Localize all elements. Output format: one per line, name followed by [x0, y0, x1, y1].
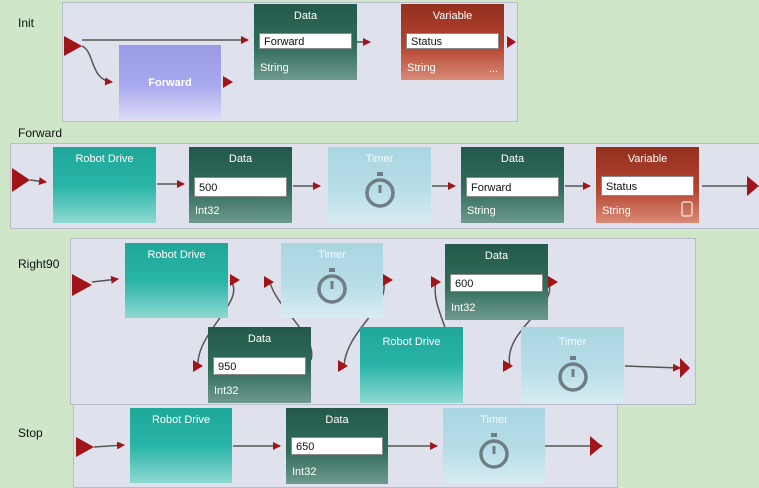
forward-activity-block[interactable]: Forward [119, 45, 221, 120]
data-type-label: Int32 [195, 205, 220, 217]
row-label-right90: Right90 [18, 257, 60, 271]
block-title: Variable [432, 10, 473, 22]
robot-drive-block[interactable]: Robot Drive [53, 147, 156, 223]
row-label-init: Init [18, 16, 35, 30]
data-type-label: String [467, 205, 496, 217]
block-title: Timer [318, 249, 346, 261]
block-title: Data [325, 414, 349, 426]
block-title: Timer [480, 414, 508, 426]
variable-type-label: String [407, 62, 436, 74]
block-title: Robot Drive [75, 153, 134, 165]
data-type-label: Int32 [292, 466, 317, 478]
stopwatch-icon [317, 268, 347, 304]
timer-block[interactable]: Timer [328, 147, 431, 223]
robot-drive-block[interactable]: Robot Drive [360, 327, 463, 403]
data-type-label: Int32 [451, 302, 476, 314]
data-block[interactable]: Data 500 Int32 [189, 147, 292, 223]
block-title: Data [500, 153, 525, 165]
variable-type-label: String [602, 205, 631, 217]
block-title: Forward [148, 77, 192, 89]
stopwatch-icon [557, 356, 588, 392]
row-label-forward: Forward [18, 126, 63, 140]
variable-name-field[interactable]: Status [601, 176, 694, 196]
timer-block[interactable]: Timer [521, 327, 624, 403]
block-title: Timer [558, 336, 587, 348]
variable-name-field[interactable]: Status [406, 33, 499, 49]
input-triangles [12, 36, 94, 457]
block-title: Data [484, 250, 509, 262]
block-title: Data [228, 153, 253, 165]
robot-drive-block[interactable]: Robot Drive [125, 243, 228, 318]
robot-drive-block[interactable]: Robot Drive [130, 408, 232, 483]
data-block[interactable]: Data Forward String [254, 4, 357, 80]
row-label-stop: Stop [18, 426, 43, 440]
data-block[interactable]: Data 950 Int32 [208, 327, 311, 403]
block-title: Variable [627, 153, 668, 165]
variable-block[interactable]: Variable Status String ... [401, 4, 504, 80]
timer-block[interactable]: Timer [281, 243, 383, 318]
block-title: Robot Drive [147, 249, 206, 261]
data-value-field[interactable]: 500 [194, 177, 287, 197]
data-value-field[interactable]: 650 [291, 437, 383, 455]
data-value-field[interactable]: Forward [466, 177, 559, 197]
more-button[interactable]: ... [488, 63, 498, 75]
variable-block[interactable]: Variable Status String [596, 147, 699, 223]
data-value-field[interactable]: 600 [450, 274, 543, 292]
data-block[interactable]: Data 600 Int32 [445, 244, 548, 320]
data-block[interactable]: Data 650 Int32 [286, 408, 388, 484]
stopwatch-icon [479, 433, 509, 469]
output-triangles [193, 36, 759, 456]
data-type-label: String [260, 62, 289, 74]
block-title: Data [247, 333, 272, 345]
data-value-field[interactable]: 950 [213, 357, 306, 375]
block-title: Timer [365, 153, 394, 165]
stopwatch-icon [364, 172, 395, 208]
block-title: Data [293, 10, 318, 22]
data-type-label: Int32 [214, 385, 239, 397]
block-title: Robot Drive [151, 414, 211, 426]
data-block[interactable]: Data Forward String [461, 147, 564, 223]
resize-handle-icon[interactable] [681, 201, 693, 217]
timer-block[interactable]: Timer [443, 408, 545, 484]
data-value-field[interactable]: Forward [259, 33, 352, 49]
block-title: Robot Drive [382, 336, 441, 348]
